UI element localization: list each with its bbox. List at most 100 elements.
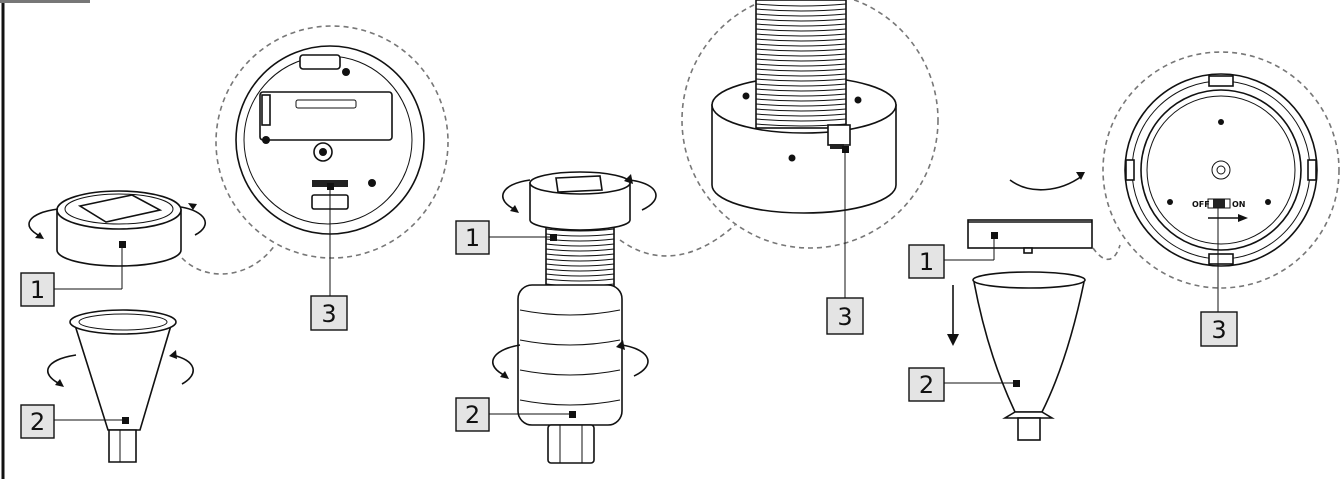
- callout-1-label: 1: [919, 248, 934, 276]
- cone-stake: [69, 309, 177, 463]
- thread-line: [755, 68, 847, 72]
- rotate-arrow-right: [171, 354, 194, 385]
- flat-cap: [967, 219, 1093, 254]
- callout-1-label: 1: [465, 224, 480, 252]
- callout-2-label: 2: [919, 371, 934, 399]
- leader-dot: [550, 234, 557, 241]
- cap-top-view: OFF ON: [1124, 73, 1318, 267]
- zoom-circle: [681, 0, 939, 249]
- segmented-stake-body: [517, 284, 623, 464]
- thread-line: [755, 48, 847, 52]
- leader-dot: [119, 241, 126, 248]
- leader-dot: [1013, 380, 1020, 387]
- thread-line: [755, 58, 847, 62]
- thread-line: [545, 268, 615, 272]
- rotate-arrow-left: [502, 179, 531, 211]
- callout-3-box: [826, 297, 864, 335]
- thread-line: [755, 113, 847, 117]
- rotate-arrow-right: [180, 206, 207, 236]
- callout-2-label: 2: [465, 401, 480, 429]
- switch-off-label: OFF: [1192, 200, 1210, 209]
- callout-3-label: 3: [1211, 316, 1226, 344]
- callout-3-label: 3: [321, 300, 336, 328]
- thread-line: [755, 13, 847, 17]
- thread-line: [545, 253, 615, 257]
- arrowhead: [624, 174, 633, 184]
- thread-line: [755, 78, 847, 82]
- rotate-arrow-left: [28, 208, 59, 237]
- callouts: 1 2 3 1 2 3 1 2 3: [20, 146, 1238, 439]
- thread-line: [755, 38, 847, 42]
- zoom-connector: [181, 244, 276, 275]
- thread-line: [755, 73, 847, 77]
- arrowhead: [35, 232, 44, 239]
- thread-line: [755, 23, 847, 27]
- leader-dot: [327, 183, 334, 190]
- arrowhead: [55, 379, 64, 387]
- callout-1-box: [908, 244, 945, 279]
- leader-dot: [569, 411, 576, 418]
- callout-2-box: [908, 367, 945, 402]
- thread-line: [755, 98, 847, 102]
- callout-2-box: [20, 404, 55, 439]
- thread-line: [545, 273, 615, 277]
- thread-line: [545, 278, 615, 282]
- thread-line: [545, 263, 615, 267]
- solar-panel: [555, 175, 603, 193]
- battery-compartment: [259, 91, 393, 141]
- thread-line: [545, 258, 615, 262]
- thread-line: [755, 108, 847, 112]
- callout-1-label: 1: [30, 276, 45, 304]
- thread-lines: [755, 3, 847, 127]
- solar-cap: [56, 190, 182, 267]
- rod-base-detail-parts: [742, 92, 862, 162]
- solar-panel: [77, 194, 163, 223]
- callout-3-box: [1200, 311, 1238, 347]
- rotate-arrow-right: [629, 179, 657, 211]
- thread-line: [755, 18, 847, 22]
- arrowhead: [947, 334, 959, 346]
- callout-3-box: [310, 295, 348, 331]
- arrowhead: [1238, 214, 1248, 222]
- arrowhead: [500, 371, 509, 379]
- thread-line: [755, 88, 847, 92]
- panel-3: OFF ON: [947, 51, 1340, 441]
- callout-2-box: [455, 397, 490, 432]
- rotate-arrow-left: [492, 344, 521, 377]
- zoom-connector: [619, 224, 736, 257]
- top-edge-mark: [0, 0, 90, 3]
- arrowhead: [510, 205, 519, 213]
- thread-line: [545, 243, 615, 247]
- zoom-connector: [1092, 244, 1121, 261]
- arrowhead: [169, 350, 177, 359]
- thread-line: [755, 8, 847, 12]
- arrowhead: [1076, 172, 1085, 180]
- panel-2: [492, 0, 939, 464]
- solar-cap: [529, 171, 631, 231]
- zoom-circle: [1102, 51, 1340, 289]
- thread-line: [755, 53, 847, 57]
- thread-line: [755, 28, 847, 32]
- power-switch: [1213, 199, 1225, 208]
- rotate-arrow-right: [621, 344, 649, 377]
- rod-base-detail: [711, 0, 897, 214]
- arrowhead: [188, 203, 197, 210]
- thread-line: [755, 93, 847, 97]
- switch-on-label: ON: [1232, 200, 1246, 209]
- thread-line: [755, 33, 847, 37]
- power-switch: [830, 144, 844, 149]
- rotate-arrow-left: [47, 354, 77, 385]
- callout-1-box: [455, 220, 490, 255]
- thread-line: [755, 3, 847, 7]
- callout-2-label: 2: [30, 408, 45, 436]
- thread-line: [755, 43, 847, 47]
- arrowhead: [616, 340, 625, 350]
- thread-line: [755, 63, 847, 67]
- thread-line: [545, 228, 615, 232]
- thread-line: [755, 83, 847, 87]
- leader-dot: [991, 232, 998, 239]
- cone-stake: [972, 271, 1086, 441]
- zoom-circle: [215, 25, 449, 259]
